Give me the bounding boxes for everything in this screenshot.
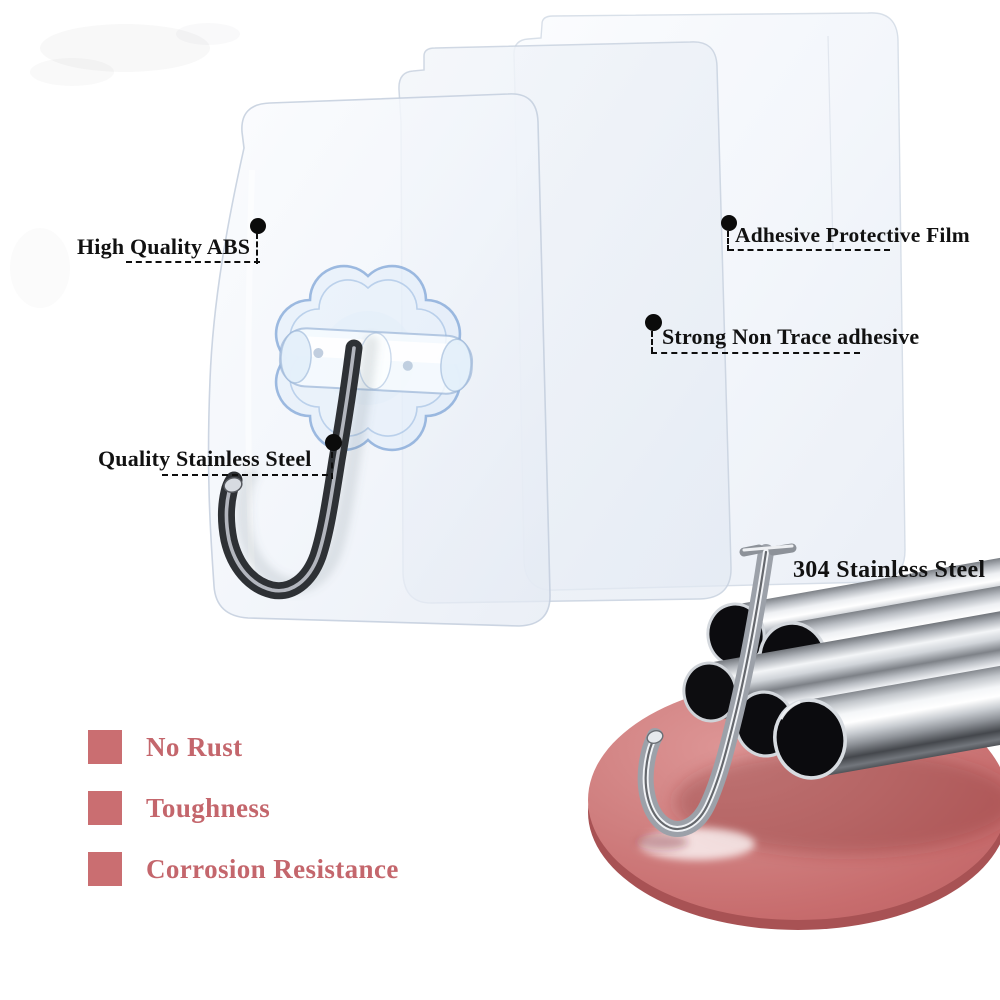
label-quality-stainless-steel: Quality Stainless Steel <box>98 446 312 471</box>
feature-label: Toughness <box>146 792 271 823</box>
feature-row-no-rust: No Rust <box>88 730 399 764</box>
label-high-quality-abs: High Quality ABS <box>77 234 251 259</box>
callout-dot <box>250 218 266 234</box>
display-hook-tip <box>646 730 664 744</box>
feature-row-toughness: Toughness <box>88 791 399 825</box>
background-smudges <box>10 23 240 308</box>
callout-connector-line <box>331 452 333 479</box>
callout-dot <box>721 215 737 231</box>
display-hook-shadow <box>636 834 688 850</box>
feature-bullet-square <box>88 791 122 825</box>
feature-label: No Rust <box>146 731 243 762</box>
feature-bullet-square <box>88 730 122 764</box>
label-304-stainless-steel: 304 Stainless Steel <box>793 557 986 583</box>
label-adhesive-protective-film: Adhesive Protective Film <box>735 223 970 247</box>
feature-label: Corrosion Resistance <box>146 853 399 884</box>
film-crease <box>827 35 834 251</box>
callout-underline <box>126 261 260 263</box>
callout-connector-line <box>256 233 258 264</box>
callout-underline <box>728 249 890 251</box>
pipe-opening <box>773 698 847 780</box>
callout-underline <box>651 352 860 354</box>
display-hook <box>636 543 797 850</box>
callout-dot <box>645 314 662 331</box>
wall-hook <box>217 335 379 600</box>
steel-pipes <box>682 557 1000 780</box>
label-strong-non-trace-adhesive: Strong Non Trace adhesive <box>662 324 920 349</box>
callout-connector-line <box>651 331 653 353</box>
feature-list: No Rust Toughness Corrosion Resistance <box>88 730 399 913</box>
display-hook-tab-highlight <box>742 544 794 552</box>
pipes-shadow <box>675 750 1000 854</box>
wall-hook-tip <box>223 477 243 493</box>
pipe-body <box>803 665 1000 778</box>
callout-dot <box>325 434 342 451</box>
callout-underline <box>162 474 328 476</box>
pipe-rim-highlight <box>779 700 801 720</box>
feature-bullet-square <box>88 852 122 886</box>
display-hook-right-tab <box>768 543 797 556</box>
callout-connector-line <box>727 231 729 251</box>
feature-row-corrosion-resistance: Corrosion Resistance <box>88 852 399 886</box>
